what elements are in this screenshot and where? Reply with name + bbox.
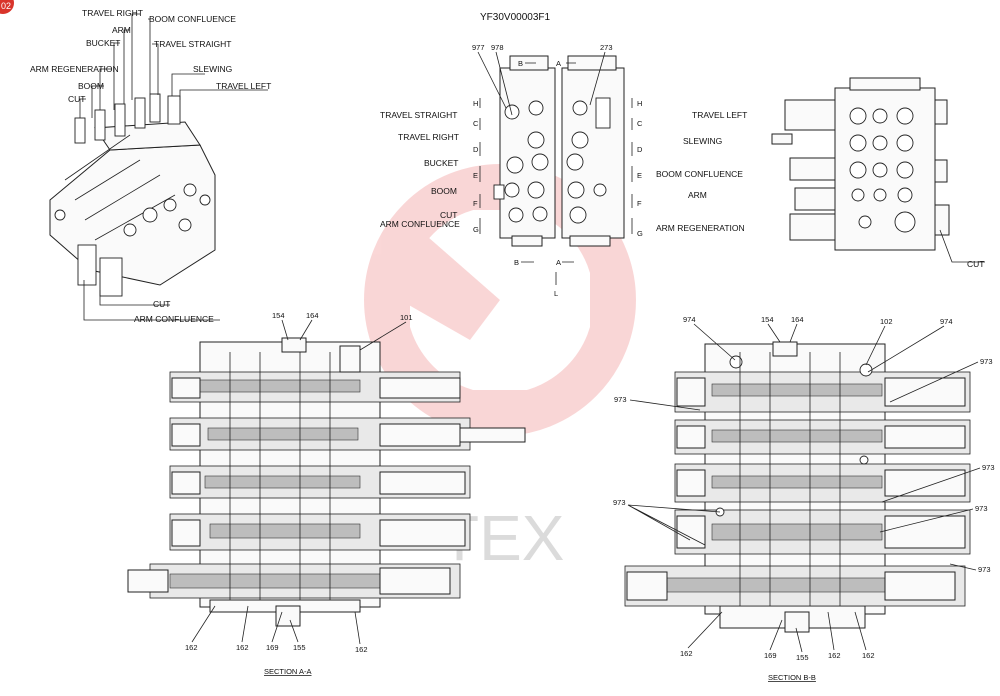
bb-ref-102: 102 (880, 317, 893, 326)
bb-ref-973-right-c: 973 (975, 504, 988, 513)
front-right-letter-g: G (637, 229, 643, 238)
aa-ref-162-a: 162 (185, 643, 198, 652)
bb-ref-973-right-a: 973 (980, 357, 993, 366)
iso-label-cut-bottom: CUT (153, 299, 170, 309)
front-label-arm-confluence: ARM CONFLUENCE (380, 219, 460, 229)
front-ref-977: 977 (472, 43, 485, 52)
front-valve-view (493, 55, 625, 247)
side-label-travel-left: TRAVEL LEFT (692, 110, 747, 120)
front-right-letter-c: C (637, 119, 643, 128)
front-left-letter-d: D (473, 145, 479, 154)
front-right-letter-e: E (637, 171, 642, 180)
front-left-letter-c: C (473, 119, 479, 128)
bb-ref-169: 169 (764, 651, 777, 660)
iso-label-cut-top: CUT (68, 94, 85, 104)
iso-label-travel-right: TRAVEL RIGHT (82, 8, 143, 18)
front-left-letter-f: F (473, 199, 478, 208)
isometric-valve-view (49, 93, 216, 297)
iso-label-arm: ARM (112, 25, 131, 35)
side-label-boom-confluence: BOOM CONFLUENCE (656, 169, 743, 179)
iso-label-arm-confluence: ARM CONFLUENCE (134, 314, 214, 324)
bb-ref-973-left-a: 973 (614, 395, 627, 404)
front-marker-b-top: B (518, 59, 523, 68)
front-label-boom: BOOM (431, 186, 457, 196)
bb-ref-162-c: 162 (862, 651, 875, 660)
front-marker-l: L (554, 289, 558, 298)
bb-ref-973-right-d: 973 (978, 565, 991, 574)
aa-ref-164: 164 (306, 311, 319, 320)
front-view-section-ticks (479, 98, 633, 234)
bb-ref-973-left-b: 973 (613, 498, 626, 507)
bb-ref-974-left: 974 (683, 315, 696, 324)
iso-label-travel-straight: TRAVEL STRAIGHT (154, 39, 231, 49)
iso-label-slewing: SLEWING (193, 64, 232, 74)
aa-ref-155: 155 (293, 643, 306, 652)
front-left-letter-g: G (473, 225, 479, 234)
front-marker-a-bottom: A (556, 258, 561, 267)
side-label-arm-regeneration: ARM REGENERATION (656, 223, 745, 233)
front-marker-a-top: A (556, 59, 561, 68)
aa-ref-169: 169 (266, 643, 279, 652)
iso-label-travel-left: TRAVEL LEFT (216, 81, 271, 91)
bb-ref-155: 155 (796, 653, 809, 662)
aa-ref-162-c: 162 (355, 645, 368, 654)
front-right-letter-f: F (637, 199, 642, 208)
aa-ref-154: 154 (272, 311, 285, 320)
bb-ref-154: 154 (761, 315, 774, 324)
section-aa-title: SECTION A-A (264, 667, 312, 676)
bb-ref-162-a: 162 (680, 649, 693, 658)
iso-label-boom-confluence: BOOM CONFLUENCE (149, 14, 236, 24)
bb-ref-973-right-b: 973 (982, 463, 995, 472)
section-aa-drawing (127, 337, 526, 627)
aa-ref-101: 101 (400, 313, 413, 322)
front-right-letter-h: H (637, 99, 642, 108)
front-ref-273: 273 (600, 43, 613, 52)
front-left-letter-e: E (473, 171, 478, 180)
front-label-cut: CUT (440, 210, 457, 220)
front-label-bucket: BUCKET (424, 158, 458, 168)
iso-label-arm-regeneration: ARM REGENERATION (30, 64, 119, 74)
bb-ref-164: 164 (791, 315, 804, 324)
drawing-code: YF30V00003F1 (480, 12, 550, 23)
bb-ref-974-right: 974 (940, 317, 953, 326)
front-left-letter-h: H (473, 99, 478, 108)
section-bb-title: SECTION B-B (768, 673, 816, 682)
iso-label-boom: BOOM (78, 81, 104, 91)
side-valve-view (771, 77, 950, 251)
side-label-slewing: SLEWING (683, 136, 722, 146)
section-bb-drawing (624, 341, 971, 633)
side-label-cut: CUT (967, 259, 984, 269)
front-marker-b-bottom: B (514, 258, 519, 267)
iso-label-bucket: BUCKET (86, 38, 120, 48)
front-right-letter-d: D (637, 145, 643, 154)
front-label-travel-right: TRAVEL RIGHT (398, 132, 459, 142)
side-label-arm: ARM (688, 190, 707, 200)
corner-badge: 02 (0, 0, 14, 14)
aa-ref-162-b: 162 (236, 643, 249, 652)
iso-leaders (79, 13, 268, 321)
front-ref-978: 978 (491, 43, 504, 52)
front-label-travel-straight: TRAVEL STRAIGHT (380, 110, 457, 120)
bb-ref-162-b: 162 (828, 651, 841, 660)
